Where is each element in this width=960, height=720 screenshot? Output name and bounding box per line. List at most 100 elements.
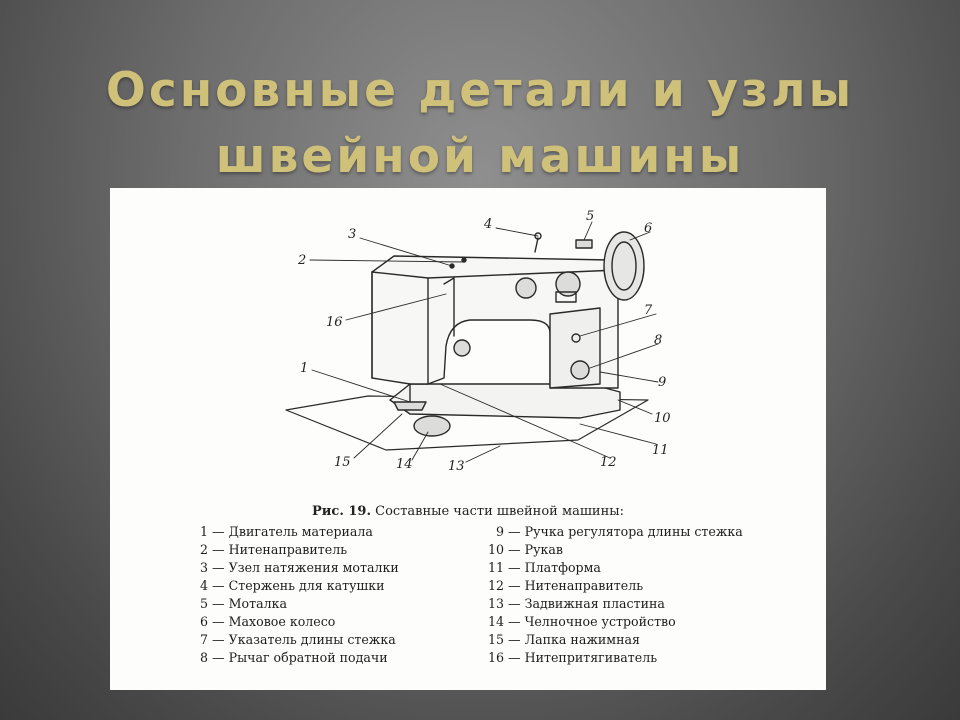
figure-caption-text: Составные части швейной машины: bbox=[375, 504, 624, 519]
legend-dash: — bbox=[212, 560, 225, 575]
legend-number: 10 bbox=[487, 542, 504, 557]
legend-item: 10 — Рукав bbox=[486, 541, 743, 559]
callout-14: 14 bbox=[396, 457, 413, 472]
legend-number: 12 bbox=[487, 578, 504, 593]
legend-number: 14 bbox=[487, 614, 504, 629]
spool-pin bbox=[534, 237, 539, 253]
slide-title-line-2: швейной машины bbox=[215, 129, 745, 184]
thread-guide-dot bbox=[461, 257, 467, 263]
legend-dash: — bbox=[212, 650, 225, 665]
legend-dash: — bbox=[508, 614, 521, 629]
legend-number: 6 bbox=[199, 614, 208, 629]
legend-number: 16 bbox=[487, 650, 504, 665]
legend-item: 5 — Моталка bbox=[198, 595, 399, 613]
callout-8: 8 bbox=[654, 333, 662, 348]
legend-text: Стержень для катушки bbox=[228, 578, 385, 593]
legend-number: 8 bbox=[199, 650, 208, 665]
legend-dash: — bbox=[212, 632, 225, 647]
legend-dash: — bbox=[508, 542, 521, 557]
legend-text: Маховое колесо bbox=[228, 614, 336, 629]
dial-left bbox=[515, 277, 537, 299]
leader-lines bbox=[309, 221, 659, 463]
callout-13: 13 bbox=[448, 459, 465, 474]
legend-dash: — bbox=[508, 596, 521, 611]
legend-item: 9 — Ручка регулятора длины стежка bbox=[486, 523, 743, 541]
legend-dash: — bbox=[508, 524, 521, 539]
legend-item: 7 — Указатель длины стежка bbox=[198, 631, 399, 649]
callout-12: 12 bbox=[600, 455, 617, 470]
legend-column-left: 1 — Двигатель материала 2 — Нитенаправит… bbox=[198, 523, 399, 667]
legend-text: Нитенаправитель bbox=[228, 542, 348, 557]
legend-text: Рычаг обратной подачи bbox=[228, 650, 388, 665]
legend-dash: — bbox=[508, 650, 521, 665]
callout-2: 2 bbox=[297, 253, 306, 268]
legend-number: 9 bbox=[495, 524, 504, 539]
handwheel-rim bbox=[611, 241, 637, 291]
legend-number: 11 bbox=[487, 560, 504, 575]
legend-text: Платформа bbox=[524, 560, 601, 575]
callout-15: 15 bbox=[334, 455, 351, 470]
presser-foot bbox=[393, 401, 427, 411]
legend-item: 8 — Рычаг обратной подачи bbox=[198, 649, 399, 667]
callout-11: 11 bbox=[652, 443, 669, 458]
legend-column-right: 9 — Ручка регулятора длины стежка 10 — Р… bbox=[486, 523, 743, 667]
legend-item: 12 — Нитенаправитель bbox=[486, 577, 743, 595]
legend-number: 15 bbox=[487, 632, 504, 647]
legend-number: 3 bbox=[199, 560, 208, 575]
stitch-regulator-knob bbox=[570, 360, 590, 380]
callout-3: 3 bbox=[348, 227, 356, 242]
figure-caption-prefix: Рис. 19. bbox=[312, 504, 372, 519]
legend-dash: — bbox=[212, 596, 225, 611]
tension-knob bbox=[453, 339, 471, 357]
legend-text: Двигатель материала bbox=[228, 524, 373, 539]
legend-text: Узел натяжения моталки bbox=[228, 560, 399, 575]
legend-text: Моталка bbox=[228, 596, 287, 611]
legend-text: Рукав bbox=[524, 542, 563, 557]
take-up-lever bbox=[443, 277, 455, 337]
stitch-length-indicator bbox=[571, 333, 581, 343]
legend-dash: — bbox=[212, 524, 225, 539]
legend-text: Челночное устройство bbox=[524, 614, 676, 629]
dial-right bbox=[555, 271, 581, 297]
callout-6: 6 bbox=[644, 221, 652, 236]
legend-dash: — bbox=[212, 542, 225, 557]
legend-dash: — bbox=[212, 578, 225, 593]
legend-text: Задвижная пластина bbox=[524, 596, 665, 611]
legend-number: 4 bbox=[199, 578, 208, 593]
legend-text: Нитепритягиватель bbox=[524, 650, 658, 665]
callout-1: 1 bbox=[300, 361, 308, 376]
callout-16: 16 bbox=[326, 315, 343, 330]
legend-item: 4 — Стержень для катушки bbox=[198, 577, 399, 595]
legend-dash: — bbox=[508, 632, 521, 647]
callout-10: 10 bbox=[654, 411, 671, 426]
legend-item: 3 — Узел натяжения моталки bbox=[198, 559, 399, 577]
legend-number: 7 bbox=[199, 632, 208, 647]
sewing-machine-figure: 1 2 3 4 5 6 7 8 9 10 11 12 13 14 15 16 Р… bbox=[110, 188, 826, 690]
legend-item: 11 — Платформа bbox=[486, 559, 743, 577]
figure-caption: Рис. 19. Составные части швейной машины: bbox=[110, 504, 826, 519]
legend-number: 5 bbox=[199, 596, 208, 611]
dial-window bbox=[555, 291, 577, 303]
legend-text: Нитенаправитель bbox=[524, 578, 644, 593]
spool-pin-cap bbox=[534, 232, 542, 240]
slide-title-line-1: Основные детали и узлы bbox=[105, 63, 855, 118]
legend-item: 13 — Задвижная пластина bbox=[486, 595, 743, 613]
legend-number: 1 bbox=[199, 524, 208, 539]
bobbin-winder bbox=[575, 239, 593, 249]
legend-dash: — bbox=[508, 560, 521, 575]
legend-dash: — bbox=[508, 578, 521, 593]
legend-text: Ручка регулятора длины стежка bbox=[524, 524, 743, 539]
legend-dash: — bbox=[212, 614, 225, 629]
platform-plate bbox=[285, 395, 649, 451]
shuttle-device bbox=[413, 415, 451, 437]
legend-item: 14 — Челночное устройство bbox=[486, 613, 743, 631]
handwheel bbox=[603, 231, 645, 301]
legend-item: 6 — Маховое колесо bbox=[198, 613, 399, 631]
machine-base bbox=[389, 383, 621, 419]
legend-text: Лапка нажимная bbox=[524, 632, 640, 647]
callout-7: 7 bbox=[644, 303, 653, 318]
legend-item: 2 — Нитенаправитель bbox=[198, 541, 399, 559]
callout-9: 9 bbox=[658, 375, 666, 390]
legend-number: 13 bbox=[487, 596, 504, 611]
slide-title: Основные детали и узлы швейной машины bbox=[0, 58, 960, 190]
